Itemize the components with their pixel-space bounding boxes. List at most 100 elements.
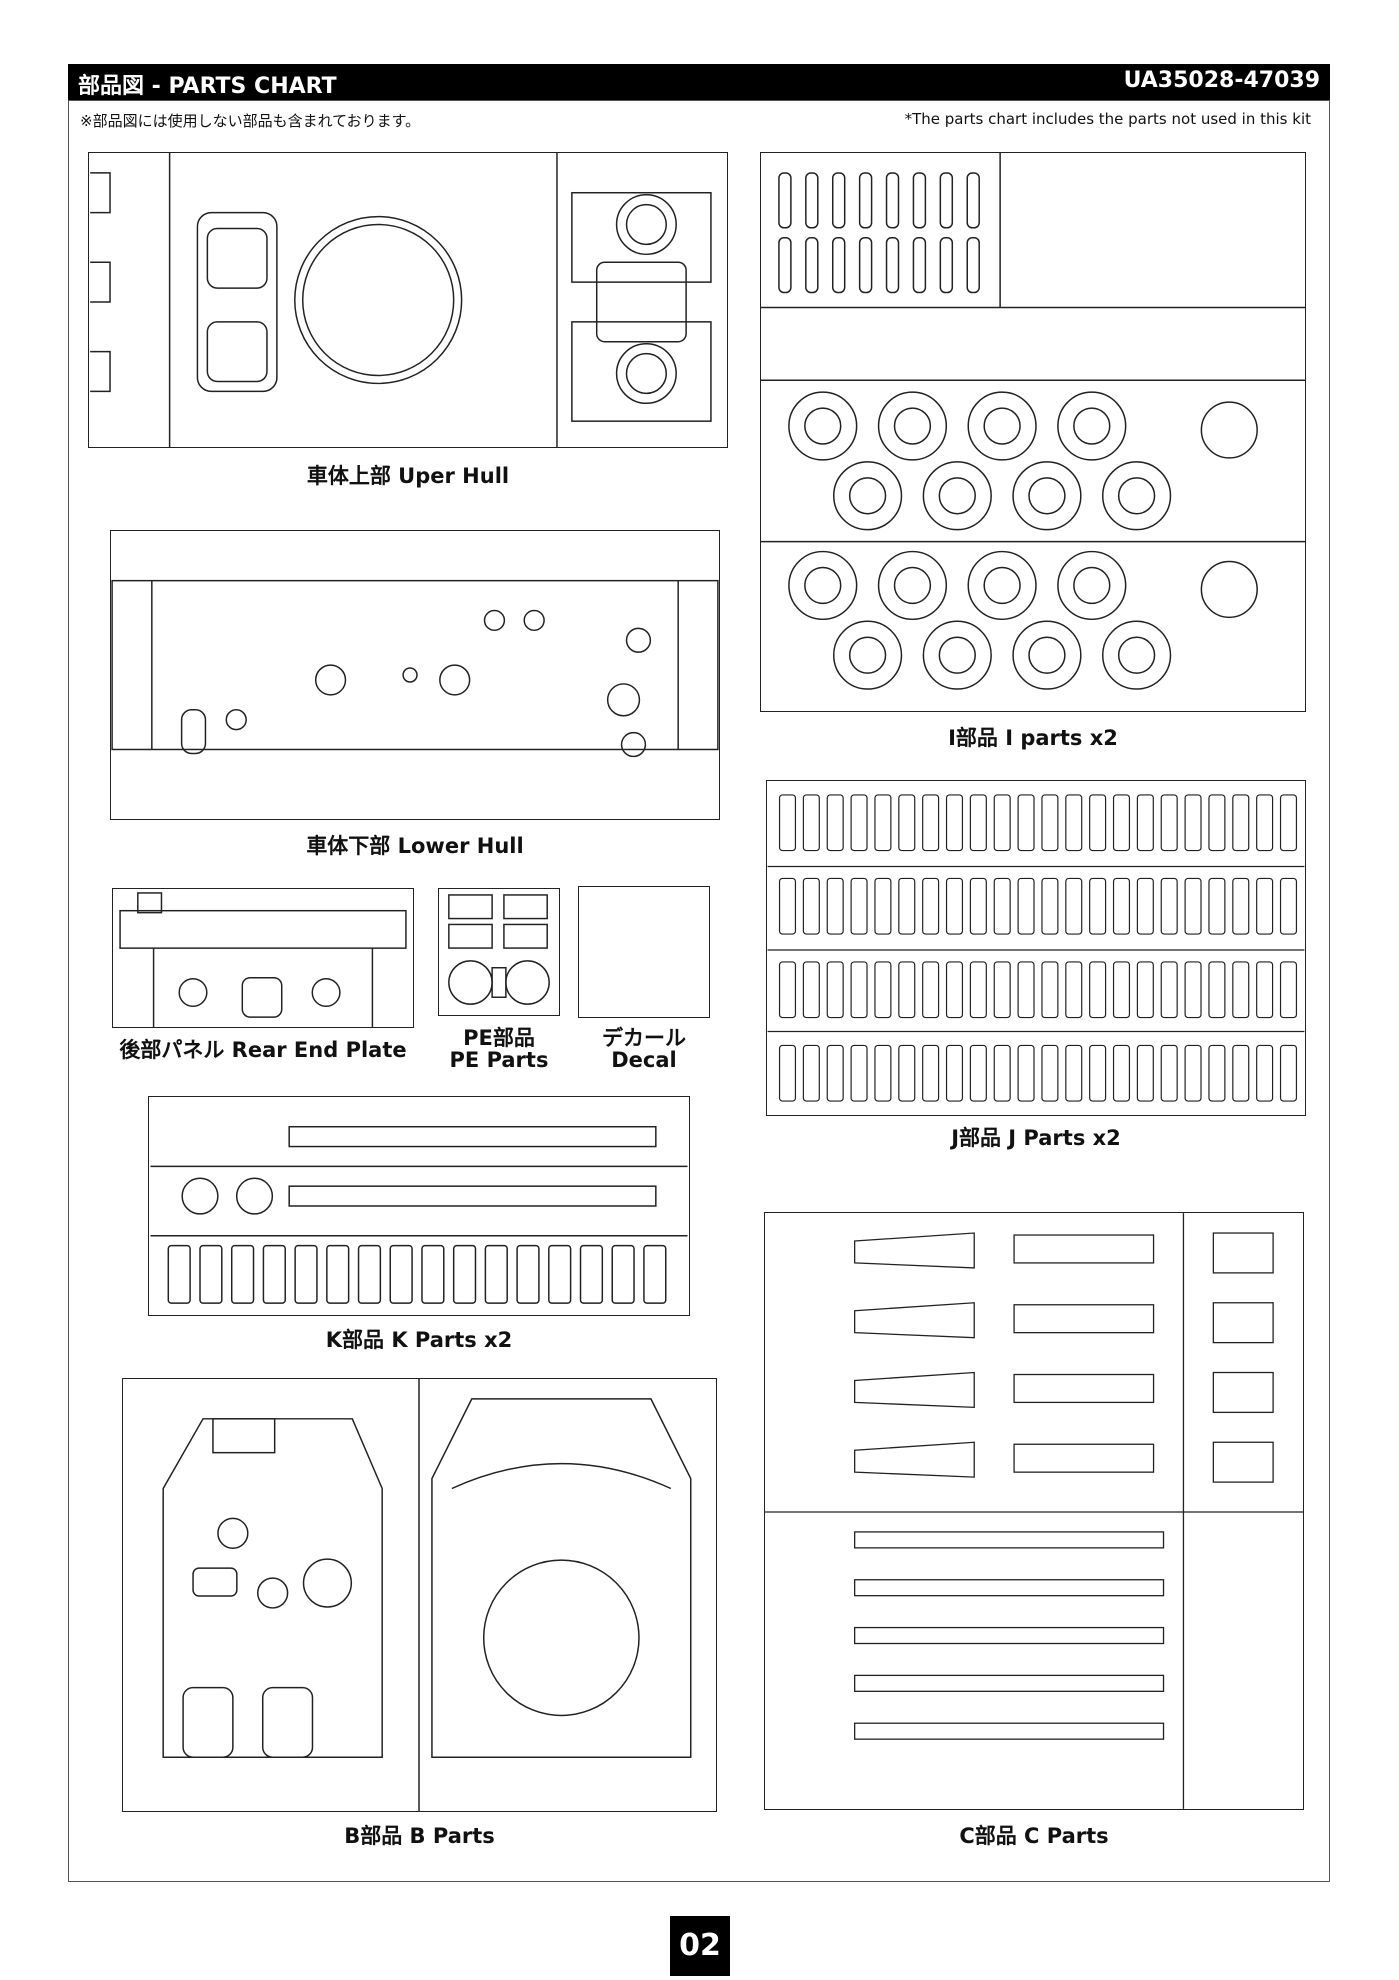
c-parts-svg xyxy=(765,1213,1303,1809)
track-link xyxy=(1232,794,1250,852)
track-link xyxy=(1065,794,1083,852)
header-code: UA35028-47039 xyxy=(1123,68,1320,93)
b-parts-svg xyxy=(162,1379,692,1811)
c-part-box xyxy=(1013,1234,1155,1264)
road-wheel xyxy=(832,461,903,531)
track-link xyxy=(1184,1044,1202,1102)
caption-decal-jp: デカール xyxy=(602,1026,686,1050)
c-part-block xyxy=(1212,1232,1274,1274)
i-part-rod xyxy=(831,236,846,294)
track-link xyxy=(1041,794,1059,852)
road-wheel xyxy=(788,391,858,461)
track-link xyxy=(993,794,1011,852)
c-part-box xyxy=(1013,1304,1155,1334)
road-wheel xyxy=(832,620,903,690)
road-wheel xyxy=(877,391,948,461)
track-link xyxy=(1017,794,1035,852)
b-parts-sprue xyxy=(122,1378,717,1812)
i-part-rod xyxy=(831,172,846,229)
road-wheel-hub xyxy=(1117,477,1156,515)
track-link xyxy=(874,794,892,852)
k-track-link xyxy=(643,1244,667,1304)
road-wheel xyxy=(1101,461,1172,531)
i-part-rod xyxy=(778,172,792,229)
track-link xyxy=(1089,794,1107,852)
track-link xyxy=(1208,1044,1226,1102)
road-wheel xyxy=(1012,620,1082,690)
track-link xyxy=(1017,1044,1035,1102)
i-part-rod xyxy=(778,236,792,294)
track-link xyxy=(802,1044,820,1102)
track-link xyxy=(1017,877,1035,935)
i-part-rod xyxy=(858,172,873,229)
c-part-block xyxy=(1212,1441,1274,1483)
c-part-block xyxy=(1212,1371,1274,1414)
i-parts-svg xyxy=(761,153,1305,690)
caption-decal-en: Decal xyxy=(611,1048,677,1072)
track-link xyxy=(1136,877,1154,935)
track-link xyxy=(778,877,797,935)
track-link xyxy=(922,961,940,1019)
track-link xyxy=(1112,961,1131,1019)
road-wheel xyxy=(922,461,992,531)
track-link xyxy=(993,1044,1011,1102)
track-link xyxy=(1136,961,1154,1019)
track-link xyxy=(1136,1044,1154,1102)
track-link xyxy=(1184,877,1202,935)
track-link xyxy=(1112,877,1131,935)
track-link xyxy=(1279,961,1298,1019)
track-link xyxy=(1256,1044,1274,1102)
i-part-rod xyxy=(805,172,819,229)
track-link xyxy=(1279,1044,1298,1102)
track-link xyxy=(1112,1044,1131,1102)
k-parts-svg xyxy=(150,1125,688,1304)
c-part-box xyxy=(1013,1443,1155,1473)
road-wheel-hub xyxy=(1073,407,1111,445)
rear-plate-drawing xyxy=(112,888,414,1028)
k-track-link xyxy=(452,1244,477,1304)
track-link xyxy=(850,877,868,935)
decal-box xyxy=(578,886,710,1018)
track-link xyxy=(993,877,1011,935)
track-link xyxy=(1256,961,1274,1019)
track-link xyxy=(1089,1044,1107,1102)
road-wheel xyxy=(967,391,1037,461)
track-link xyxy=(1112,794,1131,852)
c-part-rod xyxy=(854,1579,1165,1597)
rear-plate-svg xyxy=(119,892,407,1027)
i-part-rod xyxy=(858,236,873,294)
track-link xyxy=(778,961,797,1019)
track-link xyxy=(1041,877,1059,935)
track-link xyxy=(898,877,916,935)
upper-hull-svg xyxy=(90,153,712,447)
road-wheel xyxy=(922,620,992,690)
road-wheel-hub xyxy=(1073,566,1111,605)
caption-pe-en: PE Parts xyxy=(449,1048,549,1072)
k-track-link xyxy=(357,1244,382,1304)
track-link xyxy=(850,794,868,852)
track-link xyxy=(1017,961,1035,1019)
c-part-block xyxy=(1212,1302,1274,1344)
c-part-fender xyxy=(854,1232,975,1269)
road-wheel-hub xyxy=(893,566,932,605)
i-part-rod xyxy=(966,236,980,294)
k-track-link xyxy=(389,1244,413,1304)
track-link xyxy=(898,1044,916,1102)
track-link xyxy=(898,794,916,852)
header-title: 部品図 - PARTS CHART xyxy=(78,74,337,99)
j-parts-sprue xyxy=(766,780,1306,1116)
road-wheel-hub xyxy=(1117,636,1156,674)
track-link xyxy=(1065,1044,1083,1102)
track-link xyxy=(1136,794,1154,852)
c-part-fender xyxy=(854,1371,975,1409)
caption-k-parts: K部品 K Parts x2 xyxy=(325,1328,513,1352)
road-wheel-hub xyxy=(938,636,976,674)
i-part-rod xyxy=(966,172,980,229)
road-wheel-hub xyxy=(893,407,932,445)
caption-pe-jp: PE部品 xyxy=(463,1026,535,1050)
track-link xyxy=(1089,877,1107,935)
track-link xyxy=(1256,877,1274,935)
i-part-rod xyxy=(912,236,927,294)
road-wheel-hub xyxy=(848,477,887,515)
track-link xyxy=(826,877,844,935)
